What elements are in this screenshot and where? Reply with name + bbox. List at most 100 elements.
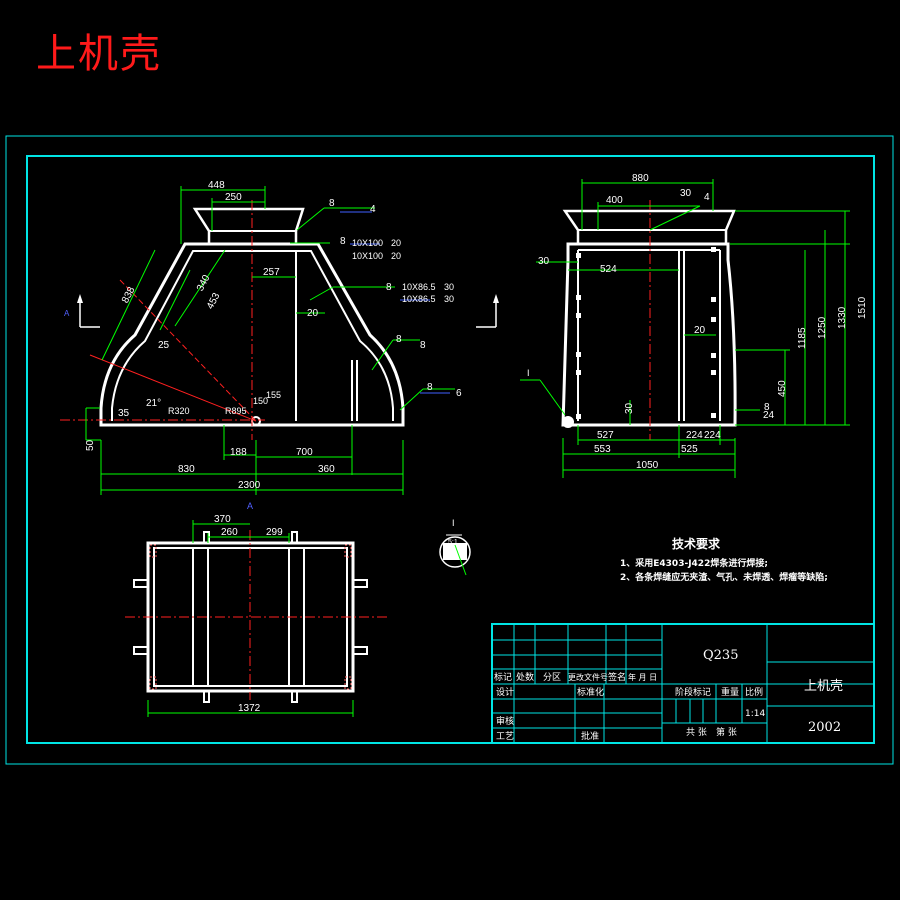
- front-dim-r320: R320: [168, 406, 190, 416]
- side-dim-20: 20: [694, 325, 706, 336]
- front-dim-35: 35: [118, 408, 130, 419]
- side-bolt-marks: [576, 247, 716, 419]
- side-dim-8: 8: [764, 402, 770, 413]
- tech-notes: 技术要求 1、采用E4303-J422焊条进行焊接; 2、各条焊缝应无夹渣、气孔…: [620, 536, 828, 583]
- scale-value: 1:14: [745, 709, 765, 719]
- part-name-text: 上机壳: [804, 679, 843, 694]
- front-dim-448: 448: [208, 180, 225, 191]
- side-dim-400: 400: [606, 195, 623, 206]
- front-dim-50: 50: [85, 439, 96, 451]
- front-dim-188: 188: [230, 447, 247, 458]
- rev-header-mark: 标记: [494, 671, 512, 683]
- side-dim-224a: 224: [686, 430, 703, 441]
- side-dim-30c: 30: [624, 402, 635, 414]
- side-dim-1510: 1510: [857, 296, 868, 319]
- outer-frame: [5, 135, 894, 765]
- material-text: Q235: [703, 648, 738, 663]
- row-process: 工艺: [496, 731, 514, 742]
- side-view: 880 400 30 4 30 524 20 1185 1250 1330 15…: [520, 173, 868, 478]
- front-radius-line: [89, 354, 257, 422]
- detail-view: I 5:1: [439, 518, 471, 576]
- side-dim-1185: 1185: [797, 327, 808, 349]
- row-check: 审核: [496, 715, 514, 727]
- rev-header-sign: 签名: [608, 671, 626, 683]
- tech-note-2: 2、各条焊缝应无夹渣、气孔、未焊透、焊瘤等缺陷;: [620, 571, 828, 583]
- side-dim-30a: 30: [680, 188, 692, 199]
- front-dim-250: 250: [225, 192, 242, 203]
- plan-dim-1372: 1372: [238, 703, 261, 714]
- side-dim-1250: 1250: [817, 316, 828, 339]
- front-dim-700: 700: [296, 447, 313, 458]
- tech-note-1: 1、采用E4303-J422焊条进行焊接;: [620, 557, 768, 569]
- front-dimension-lines: [85, 186, 455, 495]
- plan-dim-370: 370: [214, 514, 231, 525]
- front-weld-4: 4: [370, 204, 376, 215]
- side-dim-4: 4: [704, 192, 710, 203]
- drawing-title: 上机壳: [36, 31, 162, 77]
- front-weld-8b: 8: [340, 236, 346, 247]
- front-radius-line-2: [119, 279, 257, 422]
- section-arrowhead-left: [77, 294, 83, 303]
- stage-mark-label: 阶段标记: [675, 686, 711, 698]
- row-design: 设计: [496, 686, 514, 698]
- front-weld-10x100b: 10X100: [352, 251, 383, 261]
- title-block-grid: [492, 624, 874, 743]
- side-dimension-lines: [520, 179, 850, 478]
- side-dim-1330: 1330: [837, 306, 848, 329]
- plan-view: 370 260 299 1372: [125, 514, 390, 717]
- detail-scale: 5:1: [448, 539, 458, 546]
- row-approve: 批准: [581, 730, 599, 742]
- side-dim-224b: 224: [704, 430, 721, 441]
- front-dim-2300: 2300: [238, 480, 261, 491]
- front-weld-6: 6: [456, 388, 462, 399]
- section-arrow-left: [79, 300, 100, 328]
- section-view-label: A: [247, 501, 253, 511]
- front-dim-20: 20: [307, 308, 319, 319]
- detail-label: I: [452, 518, 455, 528]
- side-dim-553: 553: [594, 444, 611, 455]
- plan-dimension-lines: [147, 520, 354, 717]
- sheet-total: 共 张: [686, 727, 707, 738]
- side-dim-450: 450: [777, 380, 788, 397]
- section-label-left: A: [64, 309, 70, 318]
- front-weld-leaders: [340, 211, 450, 394]
- side-dim-24: 24: [763, 410, 775, 421]
- front-weld-20b: 20: [391, 251, 401, 261]
- front-weld-8c: 8: [386, 282, 392, 293]
- section-arrowhead-right: [493, 294, 499, 303]
- front-dim-453: 453: [205, 291, 223, 311]
- inner-frame: [26, 155, 875, 744]
- plan-weld-marks: [149, 544, 352, 690]
- front-weld-8d: 8: [396, 334, 402, 345]
- detail-leader: [454, 544, 467, 576]
- rev-header-count: 处数: [516, 671, 534, 683]
- side-dim-527: 527: [597, 430, 614, 441]
- plan-dim-260: 260: [221, 527, 238, 538]
- front-weld-8e: 8: [420, 340, 426, 351]
- front-weld-8a: 8: [329, 198, 335, 209]
- side-dim-1050: 1050: [636, 460, 659, 471]
- side-detail-marker: I: [527, 368, 530, 378]
- row-standardize: 标准化: [577, 686, 604, 698]
- front-weld-10x86a: 10X86.5: [402, 282, 436, 292]
- side-dim-30b: 30: [538, 256, 550, 267]
- side-dim-880: 880: [632, 173, 649, 184]
- scale-label: 比例: [745, 686, 763, 698]
- rev-header-zone: 分区: [543, 672, 561, 683]
- front-outer-outline: [99, 242, 405, 427]
- front-dim-340: 340: [195, 273, 213, 293]
- side-dim-524: 524: [600, 264, 617, 275]
- front-dim-21deg: 21°: [146, 398, 161, 409]
- rev-header-docno: 更改文件号: [568, 672, 608, 682]
- title-block: 标记 处数 分区 更改文件号 签名 年 月 日 设计 标准化 审核 工艺 批准 …: [491, 623, 875, 744]
- tech-notes-heading: 技术要求: [672, 536, 721, 551]
- front-dim-r895: R895: [225, 406, 247, 416]
- front-weld-20a: 20: [391, 238, 401, 248]
- sheet-no: 第 张: [716, 726, 737, 738]
- front-weld-30a: 30: [444, 282, 454, 292]
- side-detail-circle: [562, 416, 574, 428]
- front-dim-830: 830: [178, 464, 195, 475]
- front-weld-8f: 8: [427, 382, 433, 393]
- front-dim-155: 155: [266, 390, 281, 400]
